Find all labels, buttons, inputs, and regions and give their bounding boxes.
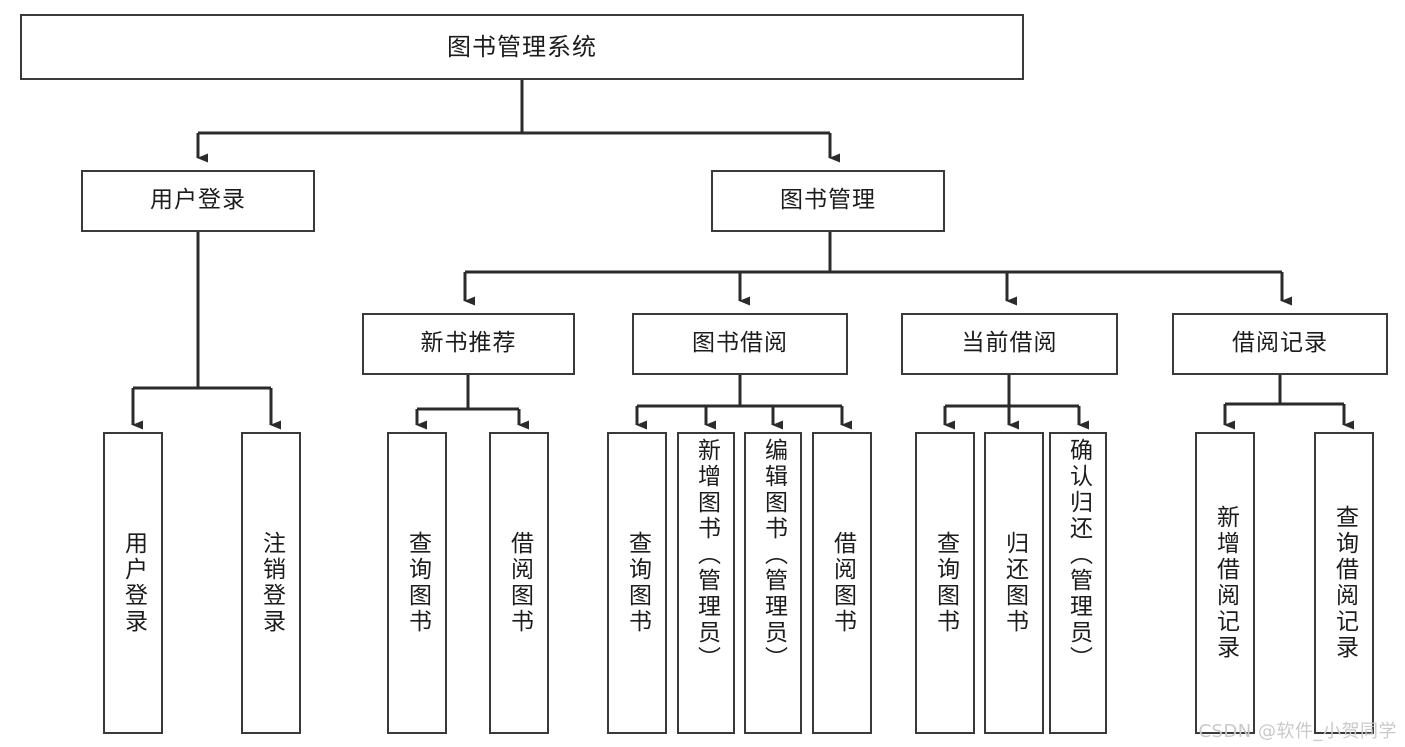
node-root-book-management-system[interactable]: 图书管理系统 xyxy=(20,14,1024,80)
leaf-add-book-admin[interactable]: 新增图书（管理员） xyxy=(677,432,735,734)
node-label: 图书管理 xyxy=(780,187,876,214)
leaf-query-book-borrow[interactable]: 查询图书 xyxy=(607,432,667,734)
node-label: 归还图书 xyxy=(1001,531,1028,635)
node-book-borrow[interactable]: 图书借阅 xyxy=(632,313,848,375)
node-label: 借阅图书 xyxy=(506,531,533,635)
node-user-login[interactable]: 用户登录 xyxy=(81,170,315,232)
leaf-confirm-return-admin[interactable]: 确认归还（管理员） xyxy=(1049,432,1107,734)
node-label: 新书推荐 xyxy=(420,330,517,357)
node-label: 查询图书 xyxy=(404,531,431,635)
node-label: 图书管理系统 xyxy=(447,32,597,61)
node-borrow-record[interactable]: 借阅记录 xyxy=(1172,313,1388,375)
node-label: 新增图书（管理员） xyxy=(693,438,720,672)
node-label: 查询图书 xyxy=(624,531,651,635)
node-label: 新增借阅记录 xyxy=(1212,505,1239,661)
node-label: 用户登录 xyxy=(150,187,246,214)
leaf-borrow-book-borrow[interactable]: 借阅图书 xyxy=(812,432,872,734)
node-current-borrow[interactable]: 当前借阅 xyxy=(901,313,1118,375)
leaf-query-borrow-record[interactable]: 查询借阅记录 xyxy=(1314,432,1374,734)
leaf-edit-book-admin[interactable]: 编辑图书（管理员） xyxy=(744,432,802,734)
leaf-user-logout[interactable]: 注销登录 xyxy=(241,432,301,734)
leaf-user-login[interactable]: 用户登录 xyxy=(103,432,163,734)
node-label: 用户登录 xyxy=(120,531,147,635)
node-label: 查询借阅记录 xyxy=(1331,505,1358,661)
node-new-book-recommend[interactable]: 新书推荐 xyxy=(362,313,575,375)
node-label: 查询图书 xyxy=(932,531,959,635)
node-label: 编辑图书（管理员） xyxy=(760,438,787,672)
node-label: 借阅记录 xyxy=(1232,330,1328,357)
node-label: 借阅图书 xyxy=(829,531,856,635)
node-label: 确认归还（管理员） xyxy=(1065,438,1092,672)
leaf-return-book[interactable]: 归还图书 xyxy=(984,432,1044,734)
node-label: 当前借阅 xyxy=(961,330,1058,357)
leaf-query-book-current[interactable]: 查询图书 xyxy=(915,432,975,734)
leaf-query-book-recommend[interactable]: 查询图书 xyxy=(387,432,447,734)
leaf-add-borrow-record[interactable]: 新增借阅记录 xyxy=(1195,432,1255,734)
node-book-management[interactable]: 图书管理 xyxy=(711,170,945,232)
leaf-borrow-book-recommend[interactable]: 借阅图书 xyxy=(489,432,549,734)
node-label: 注销登录 xyxy=(258,531,285,635)
node-label: 图书借阅 xyxy=(692,330,788,357)
